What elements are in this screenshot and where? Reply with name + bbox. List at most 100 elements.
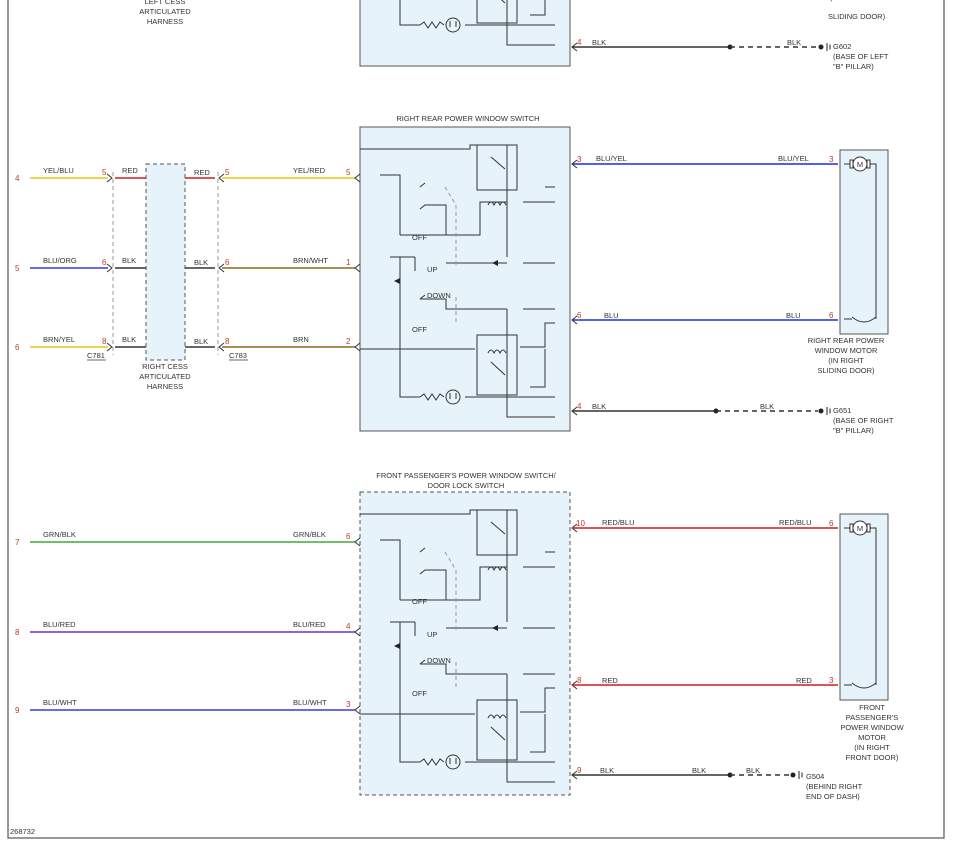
rr-label-down: DOWN xyxy=(427,291,451,300)
rr-gnd-label: BLK xyxy=(592,402,606,411)
c781-pin-5: 5 xyxy=(102,168,107,177)
rr-ground-location: "B" PILLAR) xyxy=(833,426,874,435)
top-gnd-wire-label: BLK xyxy=(592,38,606,47)
row-number-6: 6 xyxy=(15,343,20,352)
c783-pin-5: 5 xyxy=(225,168,230,177)
rr-motor-pin-1: 3 xyxy=(829,155,834,164)
rr-right-wire-label-4: YEL/RED xyxy=(293,166,326,175)
fp-switch-pin-3: 3 xyxy=(346,700,351,709)
fp-ground-symbol xyxy=(798,771,803,779)
connector-arrow xyxy=(354,705,361,715)
c781-pin-6: 6 xyxy=(102,258,107,267)
left-motor-location-2: SLIDING DOOR) xyxy=(828,12,886,21)
rr-harness-out-label-4: RED xyxy=(194,168,210,177)
fp-motor-label: FRONT DOOR) xyxy=(846,753,899,762)
motor-box xyxy=(839,513,889,701)
top-gnd-wire-label-2: BLK xyxy=(787,38,801,47)
left-cess-harness-label: ARTICULATED xyxy=(139,7,191,16)
rr-motor-label: RIGHT REAR POWER xyxy=(808,336,885,345)
connector-arrow xyxy=(354,342,361,352)
rr-label-up: UP xyxy=(427,265,437,274)
right-cess-harness-box xyxy=(145,163,186,361)
motor-brush xyxy=(849,523,854,533)
rr-out2-label: BLU xyxy=(604,311,619,320)
rr-switch-pin-5: 5 xyxy=(346,168,351,177)
top-ground-name: G602 xyxy=(833,42,851,51)
connector-arrow xyxy=(218,263,225,273)
fp-switch-title: FRONT PASSENGER'S POWER WINDOW SWITCH/ xyxy=(376,471,556,480)
motor-symbol-label: M xyxy=(857,524,863,533)
left-cess-harness-label: LEFT CESS xyxy=(145,0,186,6)
connector-arrow xyxy=(354,173,361,183)
fp-wire-label-left-8: BLU/RED xyxy=(43,620,76,629)
fp-label-down: DOWN xyxy=(427,656,451,665)
rr-ground-location: (BASE OF RIGHT xyxy=(833,416,894,425)
c783-pin-6: 6 xyxy=(225,258,230,267)
rr-switch-title: RIGHT REAR POWER WINDOW SWITCH xyxy=(396,114,539,123)
fp-wire-label-right-7: GRN/BLK xyxy=(293,530,326,539)
fp-switch-title: DOOR LOCK SWITCH xyxy=(428,481,505,490)
connector-arrow xyxy=(354,537,361,547)
right-cess-harness-label: ARTICULATED xyxy=(139,372,191,381)
connector-arrow xyxy=(354,627,361,637)
rr-label-off-1: OFF xyxy=(412,233,427,242)
connector-c781: C781 xyxy=(87,351,105,360)
rr-harness-out-label-5: BLK xyxy=(194,258,208,267)
fp-wire-label-left-7: GRN/BLK xyxy=(43,530,76,539)
c783-pin-8: 8 xyxy=(225,337,230,346)
rr-harness-in-label-4: RED xyxy=(122,166,138,175)
fp-out1-label: RED/BLU xyxy=(602,518,635,527)
connector-arrow xyxy=(218,342,225,352)
motor-armature xyxy=(851,316,877,323)
fp-motor-label: (IN RIGHT xyxy=(854,743,890,752)
motor-brush xyxy=(849,159,854,169)
motor-armature xyxy=(851,682,877,689)
fp-gnd-pin: 9 xyxy=(577,766,582,775)
fp-out1-pin: 10 xyxy=(576,519,585,528)
rr-harness-in-label-6: BLK xyxy=(122,335,136,344)
fp-wire-label-left-9: BLU/WHT xyxy=(43,698,77,707)
rr-motor-label: (IN RIGHT xyxy=(828,356,864,365)
fp-switch-box xyxy=(359,491,571,796)
rr-ground-symbol xyxy=(826,407,831,415)
rr-left-wire-label-6: BRN/YEL xyxy=(43,335,75,344)
connector-body-dashed xyxy=(112,172,219,355)
rr-label-off-2: OFF xyxy=(412,325,427,334)
rr-right-wire-label-5: BRN/WHT xyxy=(293,256,328,265)
rr-harness-in-label-5: BLK xyxy=(122,256,136,265)
rr-out1-label: BLU/YEL xyxy=(596,154,627,163)
rr-out2-label-motor: BLU xyxy=(786,311,801,320)
rr-ground-name: G651 xyxy=(833,406,851,415)
fp-label-off-1: OFF xyxy=(412,597,427,606)
row-number-4: 4 xyxy=(15,174,20,183)
fp-ground-name: G504 xyxy=(806,772,824,781)
motor-brush xyxy=(866,159,871,169)
fp-motor-pin-2: 3 xyxy=(829,676,834,685)
connector-arrow xyxy=(106,263,113,273)
rr-out2-pin: 6 xyxy=(577,311,582,320)
fp-out1-label-motor: RED/BLU xyxy=(779,518,812,527)
left-motor-location: (IN LEFT xyxy=(830,0,861,2)
rr-window-motor: M xyxy=(839,149,889,335)
ground-dot xyxy=(818,44,824,50)
left-cess-harness-label: HARNESS xyxy=(147,17,183,26)
fp-ground-location: END OF DASH) xyxy=(806,792,860,801)
rr-out1-pin: 3 xyxy=(577,155,582,164)
fp-out2-label-motor: RED xyxy=(796,676,812,685)
fp-out2-label: RED xyxy=(602,676,618,685)
ground-dot xyxy=(818,408,824,414)
fp-wire-label-right-8: BLU/RED xyxy=(293,620,326,629)
rr-left-wire-label-5: BLU/ORG xyxy=(43,256,77,265)
top-ground-location: (BASE OF LEFT xyxy=(833,52,889,61)
fp-gnd-label: BLK xyxy=(600,766,614,775)
rr-harness-out-label-6: BLK xyxy=(194,337,208,346)
row-number-7: 7 xyxy=(15,538,20,547)
fp-window-motor: M xyxy=(839,513,889,701)
fp-motor-label: MOTOR xyxy=(858,733,886,742)
c781-pin-8: 8 xyxy=(102,337,107,346)
fp-out2-pin: 8 xyxy=(577,676,582,685)
connector-arrow xyxy=(354,263,361,273)
fp-motor-label: FRONT xyxy=(859,703,885,712)
left-switch-box-partial xyxy=(359,0,571,67)
